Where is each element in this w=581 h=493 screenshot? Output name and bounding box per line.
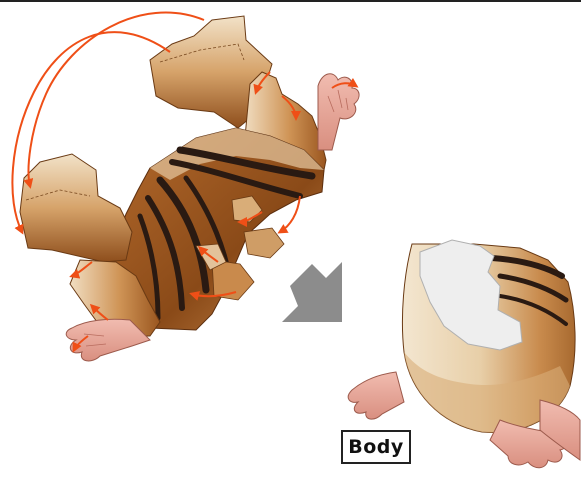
back-left-leg [348,372,404,419]
left-flap [20,154,132,262]
body-label: Body [348,436,404,458]
direction-arrow [282,262,342,322]
tab-right-2 [244,228,284,258]
body-label-box: Body [341,430,411,464]
